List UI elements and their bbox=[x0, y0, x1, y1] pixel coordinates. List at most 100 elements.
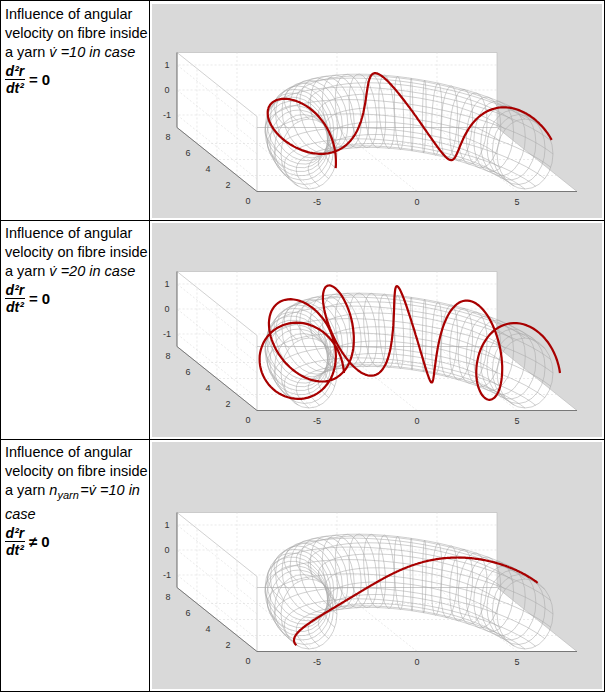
tick-label: 5 bbox=[514, 416, 519, 426]
tick-label: 4 bbox=[205, 624, 210, 634]
caption-text: Influence of angular velocity on fibre i… bbox=[5, 443, 153, 524]
fraction: d²rdt² bbox=[5, 63, 25, 96]
tick-label: -1 bbox=[163, 329, 171, 339]
tick-label: 0 bbox=[245, 415, 250, 425]
mesh-line bbox=[394, 295, 403, 368]
row-rule bbox=[1, 220, 604, 221]
mesh-line bbox=[265, 316, 328, 387]
column-rule bbox=[149, 1, 150, 691]
mesh-line bbox=[267, 566, 329, 636]
equation: d²rdt²≠ 0 bbox=[5, 525, 153, 558]
torus-mesh bbox=[265, 74, 553, 189]
mesh-line bbox=[450, 549, 473, 621]
fraction-denominator: dt² bbox=[5, 541, 25, 558]
mesh-line bbox=[296, 365, 525, 408]
mesh-line bbox=[394, 76, 403, 149]
figure-background bbox=[152, 223, 602, 437]
mesh-line bbox=[492, 115, 545, 185]
mesh-line bbox=[422, 80, 426, 153]
grid-line bbox=[197, 529, 517, 604]
torus-mesh bbox=[265, 534, 553, 649]
caption-text: Influence of angular velocity on fibre i… bbox=[5, 5, 153, 62]
velocity-value: v̇ =20 in case bbox=[49, 263, 135, 279]
tick-label: 6 bbox=[185, 148, 190, 158]
grid-line bbox=[237, 53, 317, 192]
mesh-line bbox=[422, 540, 426, 613]
tick-label: 2 bbox=[225, 180, 230, 190]
tick-label: -1 bbox=[163, 110, 171, 120]
equation-relation: = 0 bbox=[29, 289, 50, 308]
torus-plot bbox=[152, 223, 602, 437]
mesh-line bbox=[308, 83, 514, 122]
grid-line bbox=[437, 272, 517, 411]
caption-text: Influence of angular velocity on fibre i… bbox=[5, 224, 153, 281]
fibre-curve bbox=[260, 285, 560, 399]
grid-line bbox=[237, 320, 557, 395]
tick-label: 8 bbox=[165, 351, 170, 361]
fraction-numerator: d²r bbox=[6, 282, 25, 298]
mesh-line bbox=[267, 325, 329, 395]
mesh-line bbox=[270, 329, 331, 399]
tick-label: 6 bbox=[185, 608, 190, 618]
grid-line bbox=[237, 272, 317, 411]
mesh-line bbox=[308, 543, 514, 582]
mesh-line bbox=[267, 547, 551, 601]
symbol-n: n bbox=[49, 482, 57, 498]
mesh-line bbox=[308, 147, 514, 186]
axis-edges bbox=[177, 272, 577, 411]
mesh-line bbox=[274, 588, 545, 639]
axis-line bbox=[177, 53, 577, 192]
mesh-line bbox=[281, 579, 337, 649]
row-rule bbox=[1, 439, 604, 440]
grid-line bbox=[237, 101, 557, 176]
mesh-line bbox=[276, 86, 334, 158]
mesh-line bbox=[450, 308, 473, 380]
tick-label: 0 bbox=[245, 196, 250, 206]
tick-label: 8 bbox=[165, 132, 170, 142]
figure-background bbox=[152, 442, 602, 689]
grid-line bbox=[437, 53, 517, 192]
caption-cell: Influence of angular velocity on fibre i… bbox=[1, 221, 157, 315]
mesh-line bbox=[274, 347, 545, 398]
tick-label: 0 bbox=[245, 656, 250, 666]
mesh-line bbox=[267, 553, 329, 624]
subscript-yarn: yarn bbox=[57, 489, 78, 501]
mesh-line bbox=[410, 297, 413, 370]
tick-label: 5 bbox=[514, 197, 519, 207]
mesh-line bbox=[267, 87, 551, 141]
tick-label: 1 bbox=[164, 520, 169, 530]
fraction-numerator: d²r bbox=[6, 63, 25, 79]
mesh-line bbox=[267, 114, 551, 168]
plot-cell: 10-186420-505 bbox=[152, 442, 602, 689]
fraction: d²rdt² bbox=[5, 525, 25, 558]
fibre-curve bbox=[268, 73, 552, 168]
plot-cell: 10-186420-505 bbox=[152, 4, 602, 218]
mesh-line bbox=[487, 570, 536, 640]
equation: d²rdt²= 0 bbox=[5, 63, 153, 96]
axis-edges bbox=[177, 53, 577, 192]
mesh-line bbox=[487, 329, 536, 399]
equation: d²rdt²= 0 bbox=[5, 282, 153, 315]
mesh-line bbox=[441, 305, 458, 377]
tick-label: 0 bbox=[164, 304, 169, 314]
plot-cell: 10-186420-505 bbox=[152, 223, 602, 437]
tick-label: -1 bbox=[163, 570, 171, 580]
mesh-line bbox=[432, 543, 442, 615]
grid-lines bbox=[177, 513, 557, 652]
mesh-line bbox=[410, 538, 413, 611]
grid-line bbox=[337, 272, 417, 411]
caption-cell: Influence of angular velocity on fibre i… bbox=[1, 440, 157, 558]
mesh-line bbox=[308, 607, 514, 646]
axis-line bbox=[177, 513, 577, 652]
mesh-line bbox=[492, 575, 545, 645]
tick-label: 5 bbox=[514, 657, 519, 667]
fraction-numerator: d²r bbox=[6, 525, 25, 541]
mesh-line bbox=[474, 101, 514, 171]
equation-relation: ≠ 0 bbox=[29, 532, 50, 551]
axis-edges bbox=[177, 513, 577, 652]
mesh-line bbox=[441, 86, 458, 158]
mesh-line bbox=[276, 546, 334, 618]
tick-label: 0 bbox=[414, 197, 419, 207]
fraction-denominator: dt² bbox=[5, 298, 25, 315]
